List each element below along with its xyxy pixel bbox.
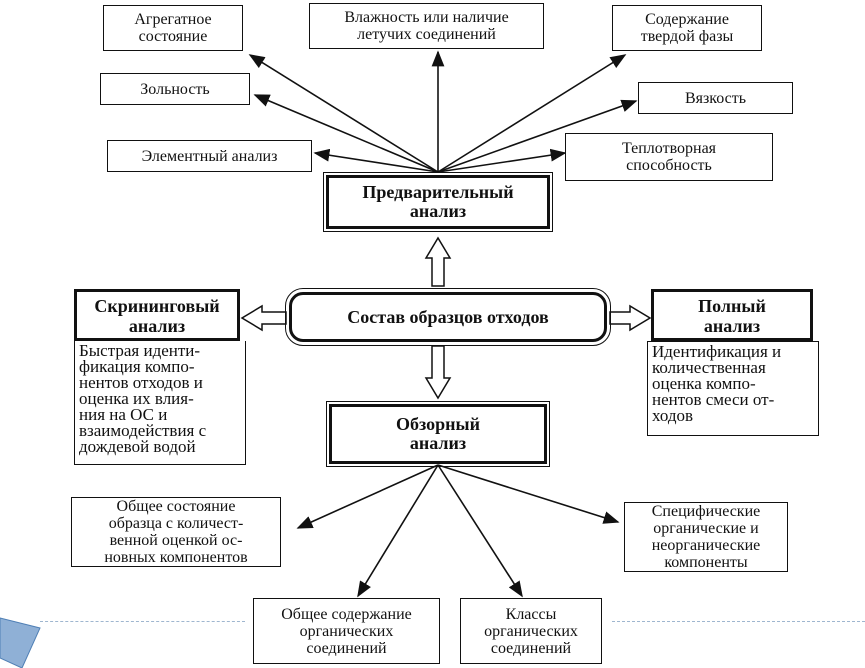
arrow-calorific <box>437 148 567 173</box>
hollow-arrow-down <box>424 345 452 400</box>
output-moisture: Влажность или наличие летучих соединений <box>309 3 544 49</box>
arrow-total-organic <box>357 464 439 598</box>
slide-corner-chevron-icon <box>0 617 41 668</box>
output-viscosity: Вязкость <box>638 82 793 114</box>
arrow-organic-classes <box>437 464 523 598</box>
arrow-aggregate <box>248 54 439 173</box>
review-analysis-box: Обзорный анализ <box>326 401 550 467</box>
output-elemental-analysis: Элементный анализ <box>107 140 312 172</box>
output-ash-content: Зольность <box>100 73 250 105</box>
output-aggregate-state: Агрегатное состояние <box>103 5 243 51</box>
full-analysis-description: Идентификация и количественная оценка ко… <box>647 341 819 436</box>
output-solid-phase: Содержание твердой фазы <box>612 5 762 51</box>
full-analysis-title: Полный анализ <box>651 289 813 341</box>
decor-line-right <box>612 621 865 622</box>
hollow-arrow-right <box>609 304 652 332</box>
arrow-elemental <box>313 148 439 173</box>
output-general-state: Общее состояние образца с количест- венн… <box>71 497 281 567</box>
output-calorific-value: Теплотворная способность <box>565 133 773 181</box>
arrow-viscosity <box>437 99 638 173</box>
preliminary-analysis-box: Предварительный анализ <box>323 172 553 232</box>
arrow-solid-phase <box>437 54 627 173</box>
sample-composition-box: Состав образцов отходов <box>285 288 611 346</box>
hollow-arrow-left <box>240 304 287 332</box>
arrow-ash <box>253 94 439 173</box>
screening-analysis-description: Быстрая иденти- фикация компо- нентов от… <box>74 341 246 465</box>
arrow-specific <box>437 464 620 524</box>
arrow-general-state <box>296 464 439 529</box>
output-total-organic: Общее содержание органических соединений <box>253 598 440 664</box>
output-organic-classes: Классы органических соединений <box>460 598 602 664</box>
output-specific-components: Специфические органические и неорганичес… <box>624 502 788 572</box>
hollow-arrow-up <box>424 236 452 287</box>
screening-analysis-title: Скрининговый анализ <box>74 289 240 341</box>
decor-line-left <box>40 621 245 622</box>
